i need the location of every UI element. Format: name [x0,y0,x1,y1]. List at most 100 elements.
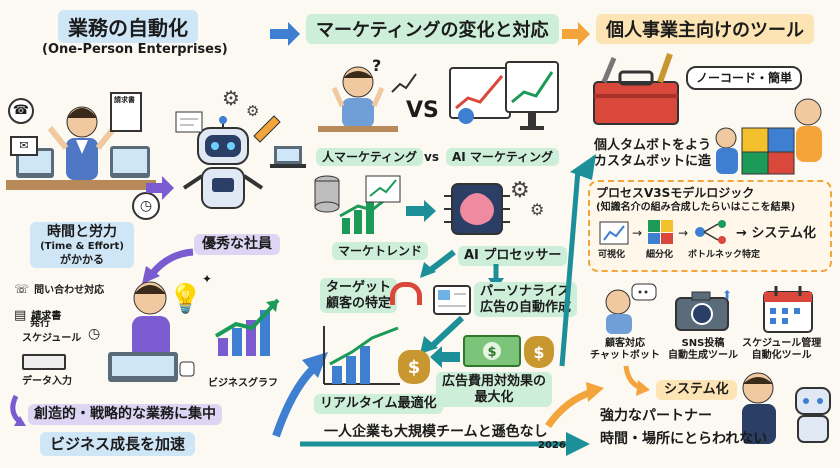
svg-text:$: $ [487,345,496,360]
tool-schedule-label: スケジュール管理 自動化ツール [742,338,821,362]
section-subtitle: (One-Person Enterprises) [42,42,228,57]
partner-line1: 強力なパートナー [600,408,712,424]
question-mark-icon: ? [372,56,382,75]
tool-chatbot-line1: 顧客対応 [604,338,645,349]
money-bag-icon: $ [398,350,430,384]
time-effort-line3: がかかる [60,252,104,266]
magnet-icon [390,282,422,305]
header-arrow-1 [270,22,300,46]
tool-chatbot-label: 顧客対応 チャットボット [590,338,660,362]
schedule-label: スケジュール [22,333,82,344]
clock-icon: ◷ [132,192,160,220]
share-icon: ⬆ [722,288,733,302]
target-label: ターゲット 顧客の特定 [320,278,398,314]
sparkle-icon: ✦ [202,272,213,286]
step-segment: 細分化 [646,250,674,260]
big-arrow-to-col2 [272,352,328,438]
segment-puzzle-icon [648,220,673,244]
lightbulb-icon: 💡 [168,282,203,315]
gear-icon-2: ⚙ [510,178,530,203]
process-model-box [588,180,832,272]
arrow-to-cost [430,346,460,368]
envelope-icon: ✉ [10,136,38,156]
tool-sns-label: SNS投稿 自動生成ツール [668,338,738,362]
gear-icon: ⚙ [222,86,240,110]
puzzle-people-illustration [715,98,822,175]
target-line2: 顧客の特定 [326,295,392,311]
process-title: プロセスV3Sモデルロジック [596,186,755,200]
invoice-task: ▤ 請求書 [14,304,61,323]
time-effort-line1: 時間と労力 [47,224,117,240]
partner-line2: 時間・場所にとらわれない [600,430,768,447]
mini-chart-icon [391,73,417,93]
nocode-callout: ノーコード・簡単 [686,66,803,91]
calendar-icon [763,286,813,333]
bottleneck-icon [695,220,726,244]
excellent-employee-label: 優秀な社員 [194,234,280,255]
trend-chart-icon-2 [365,175,401,203]
bottom-banner-label: 一人企業も大規模チームと遜色なし [320,424,552,441]
gear-icon-small: ⚙ [246,102,260,120]
arrow-to-systemize [623,365,650,396]
inquiry-task: ☏ 問い合わせ対応 [14,278,104,297]
tool-chatbot-line2: チャットボット [590,350,660,361]
toolbox-icon [593,52,679,125]
process-subtitle: (知識名介の組み合成したらいはここを結果) [596,202,796,213]
partner-illustration [742,372,831,444]
business-graph-chart [214,298,280,356]
camera-icon [675,291,729,331]
invoice-doc-label: 請求書 [114,96,135,104]
arrow-to-target [420,249,456,278]
custom-bot-line1: 個人タムボトをよう [594,138,712,153]
ai-marketing-monitors [449,61,559,130]
header-arrow-2 [562,22,590,46]
systemize-label: システム化 [656,380,737,400]
tool-schedule-line1: スケジュール管理 [742,338,822,349]
custom-bot-line2: カスタムボットに造 [594,153,712,169]
money-bag-icon-2: $ [524,336,554,368]
realtime-chart [323,326,400,385]
keyboard-icon [22,354,66,370]
laptop-icon [270,146,306,168]
gear-icon-3: ⚙ [530,200,545,219]
curved-arrow-focus [10,394,26,426]
section-title-tools: 個人事業主向けのツール [596,14,814,44]
tool-sns-line2: 自動生成ツール [668,350,738,361]
ai-processor-label: AI プロセッサー [458,246,568,266]
visualize-icon [599,221,629,245]
human-marketer-illustration [318,66,398,132]
time-effort-line2: (Time & Effort) [40,240,124,252]
arrow-to-robot [146,176,174,200]
phone-icon: ☏ [14,282,30,296]
vs-big-label: VS [406,98,439,123]
business-graph-label: ビジネスグラフ [208,378,278,389]
money-stack-icon: $ [463,335,521,367]
ad-creative-icon [433,285,471,315]
accelerate-label: ビジネス成長を加速 [40,432,196,456]
arrow-to-processor [406,200,436,222]
ai-marketing-label: AI マーケティング [446,148,559,167]
market-trend-label: マーケトレンド [332,242,429,261]
cost-line2: 最大化 [474,389,514,405]
clock-icon-2: ◷ [88,326,101,342]
arrow-step-1: → [632,226,643,240]
personalize-label: パーソナライズ 広告の自動作成 [474,282,578,318]
arrow-to-partner [545,382,604,429]
cost-label: 広告費用対効果の 最大化 [436,372,553,408]
cost-line1: 広告費用対効果の [442,374,547,389]
document-icon: ▤ [14,308,27,323]
arrow-up-to-col3 [559,154,596,367]
chatbot-person-illustration [605,283,657,334]
vs-small-label: vs [424,150,439,164]
section-title-marketing: マーケティングの変化と対応 [306,14,559,44]
step-result: → システム化 [736,226,817,241]
step-visualize: 可視化 [598,250,626,260]
tool-schedule-line2: 自動化ツール [751,350,812,361]
relaxed-worker-illustration [108,281,195,382]
step-bottleneck: ボトルネック特定 [688,250,761,260]
realtime-label: リアルタイム最適化 [314,394,443,414]
personalize-line2: 広告の自動作成 [480,299,572,315]
phone-icon: ☎ [8,98,34,124]
custom-bot-label: 個人タムボトをよう カスタムボットに造 [594,138,711,169]
arrow-to-realtime [420,315,465,354]
